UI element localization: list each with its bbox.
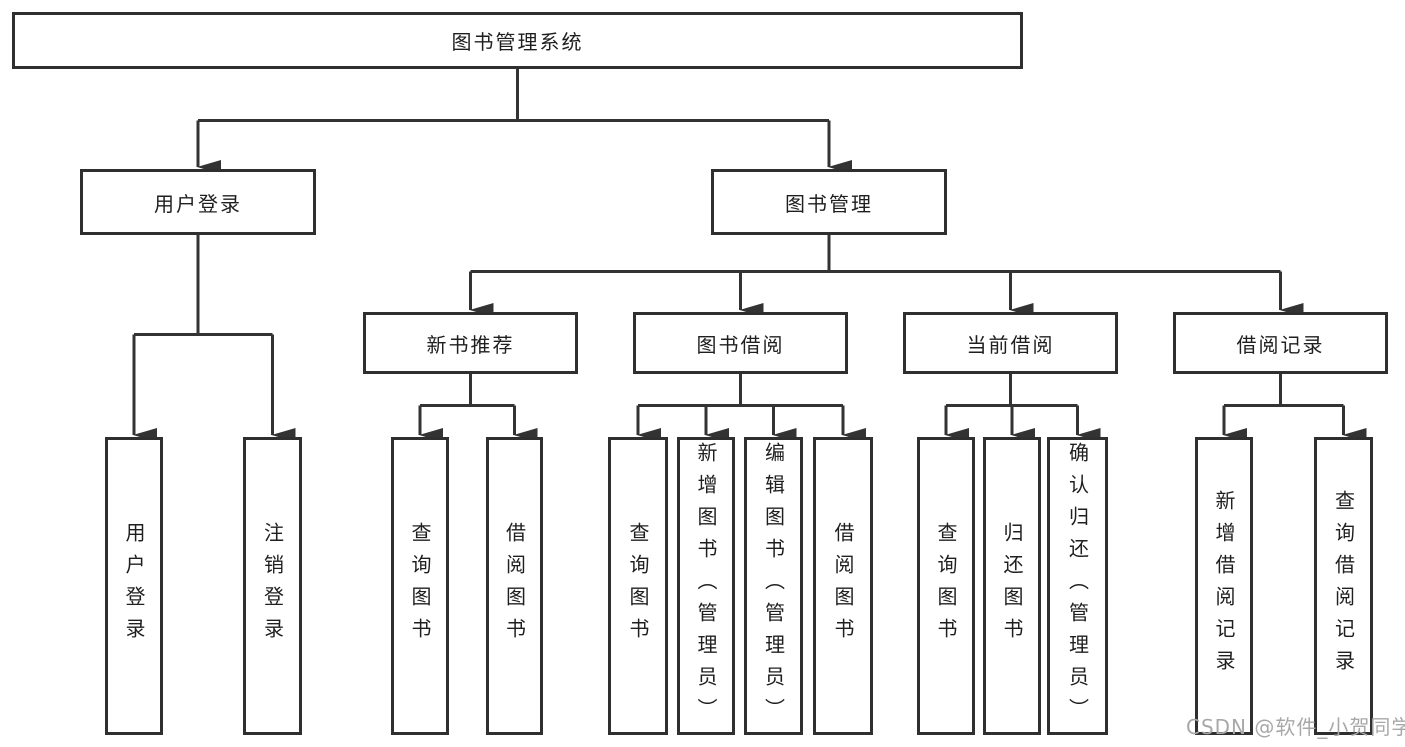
leaf-logout: 注销登录 [243,437,302,735]
leaf-label: 查询图书 [626,522,650,650]
leaf-confirm-return-admin: 确认归还（管理员） [1047,437,1108,735]
leaf-query-books-current: 查询图书 [917,437,975,735]
leaf-borrow-books-recommend: 借阅图书 [486,437,543,735]
leaf-label: 借阅图书 [831,522,855,650]
leaf-user-login: 用户登录 [105,437,163,735]
csdn-watermark: CSDN @软件_小贺同学 [1186,715,1405,739]
node-book-management-module: 图书管理 [711,169,947,235]
leaf-label: 查询图书 [934,522,958,650]
leaf-query-books-recommend: 查询图书 [391,437,449,735]
leaf-query-books-borrowing: 查询图书 [608,437,668,735]
leaf-label: 查询图书 [408,522,432,650]
leaf-label: 归还图书 [1000,522,1024,650]
leaf-label: 借阅图书 [502,522,527,650]
node-root-system: 图书管理系统 [12,12,1023,69]
leaf-label: 新增图书（管理员） [694,442,718,730]
node-borrowing-records: 借阅记录 [1173,312,1388,374]
leaf-query-borrow-record: 查询借阅记录 [1314,437,1373,735]
leaf-label: 注销登录 [260,522,285,650]
leaf-edit-books-admin: 编辑图书（管理员） [744,437,803,735]
node-book-borrowing: 图书借阅 [633,312,848,374]
leaf-add-borrow-record: 新增借阅记录 [1195,437,1253,735]
leaf-return-books: 归还图书 [983,437,1041,735]
leaf-label: 查询借阅记录 [1331,490,1356,682]
leaf-label: 用户登录 [122,522,146,650]
leaf-label: 编辑图书（管理员） [761,442,786,730]
leaf-label: 确认归还（管理员） [1065,442,1090,730]
node-user-login-module: 用户登录 [80,169,316,235]
node-new-book-recommendation: 新书推荐 [363,312,578,374]
node-current-borrowing: 当前借阅 [903,312,1118,374]
leaf-add-books-admin: 新增图书（管理员） [677,437,735,735]
leaf-borrow-books-borrowing: 借阅图书 [813,437,873,735]
leaf-label: 新增借阅记录 [1212,490,1236,682]
